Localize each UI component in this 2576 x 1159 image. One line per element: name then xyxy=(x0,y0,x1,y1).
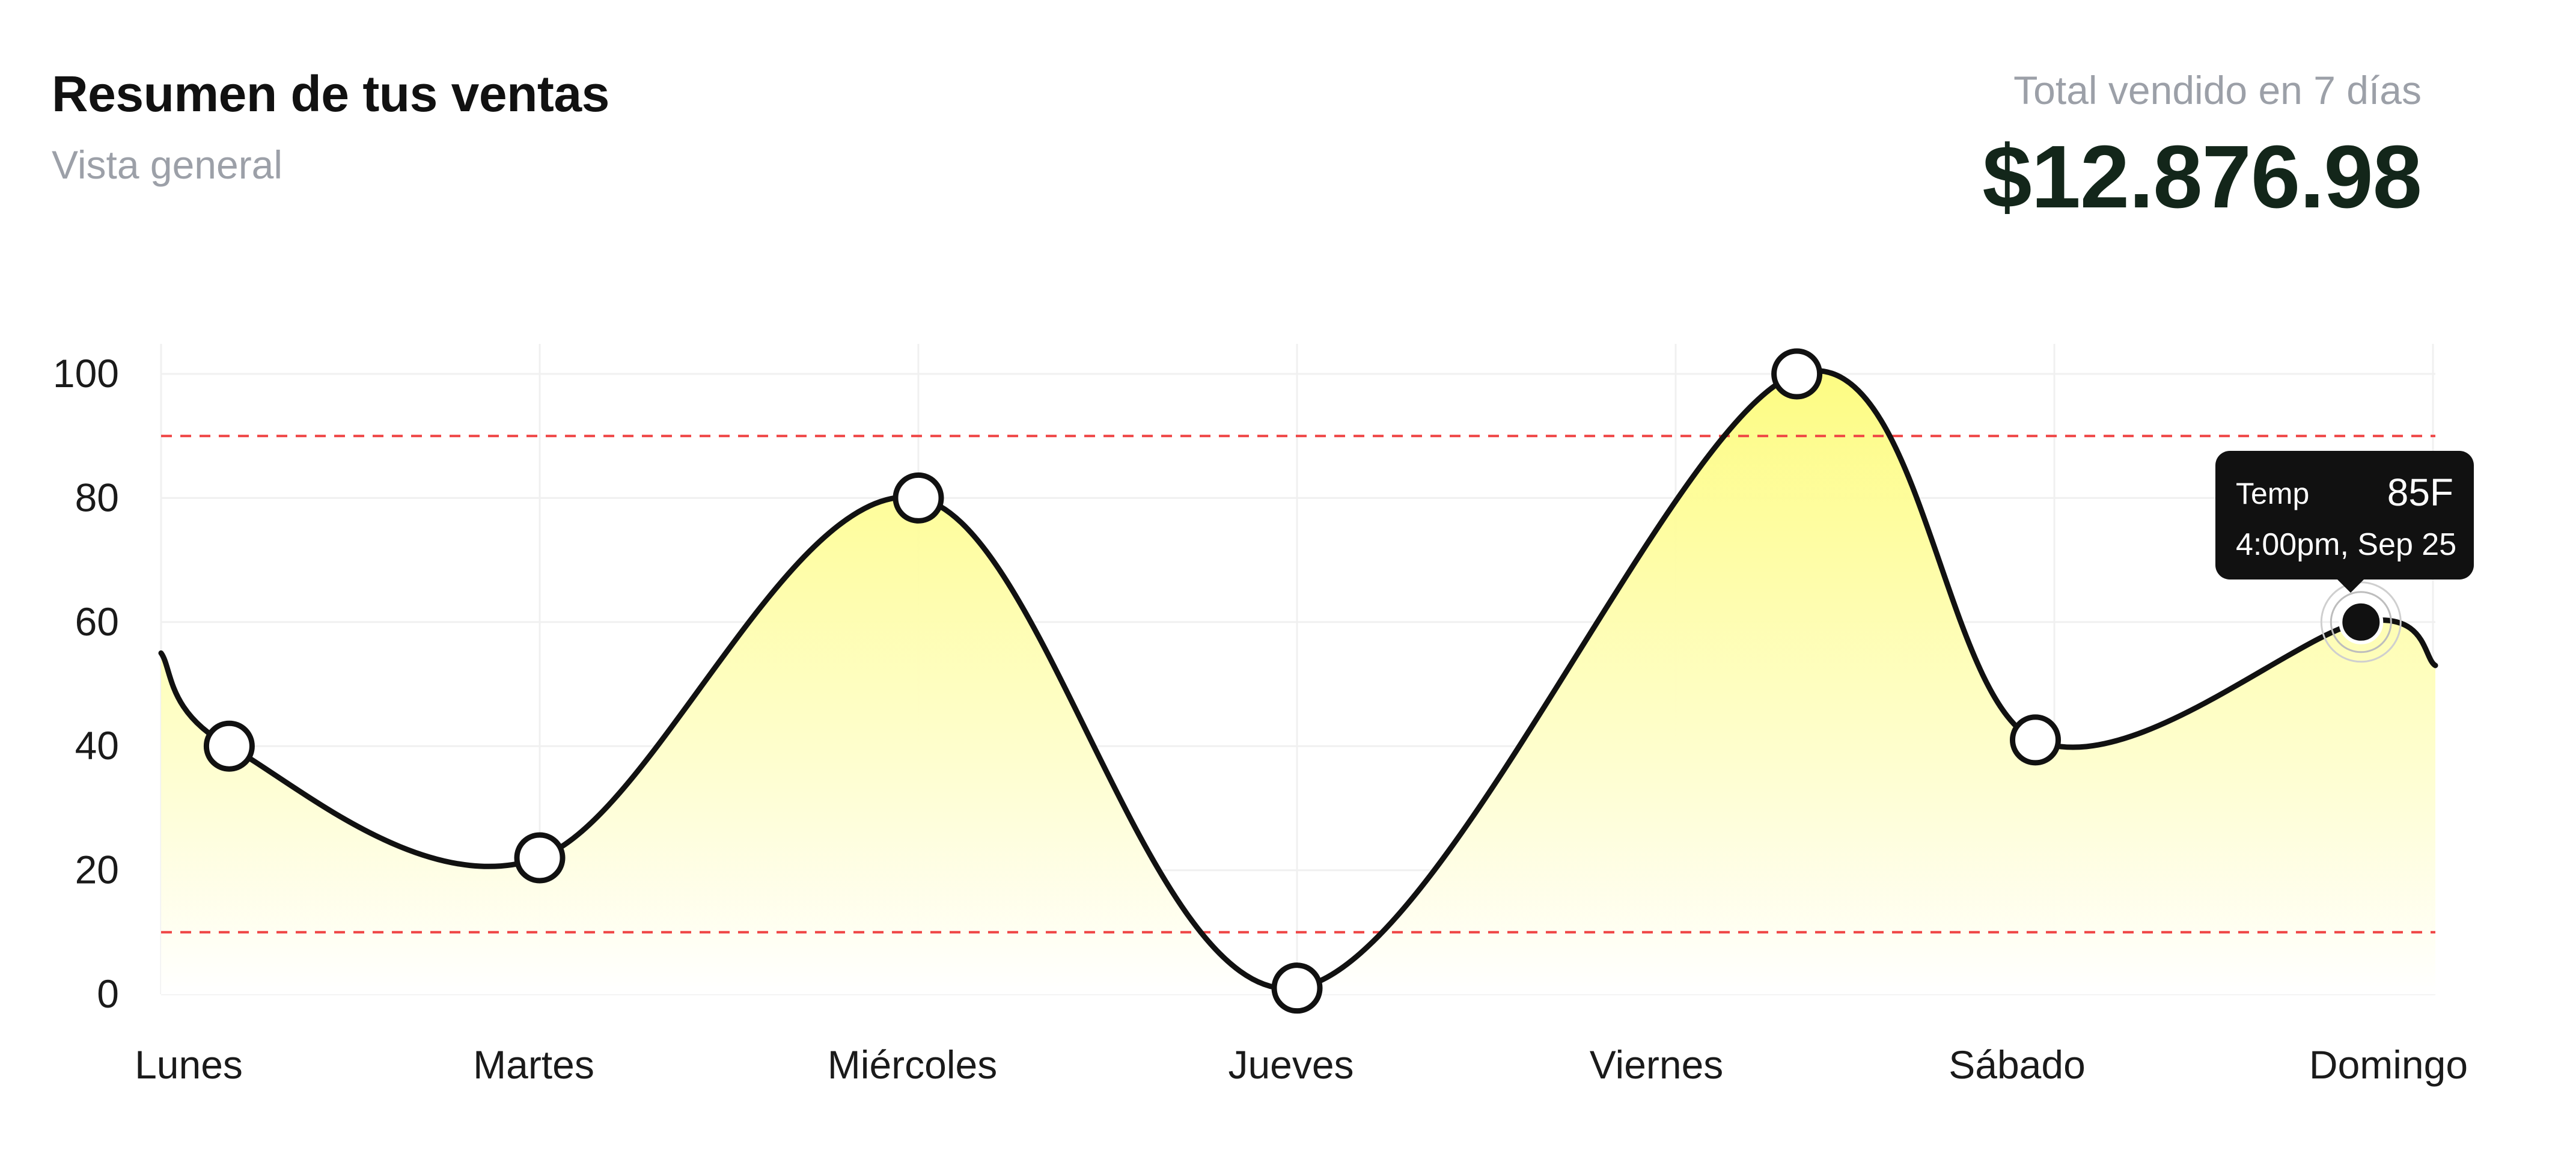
tooltip-label: Temp xyxy=(2236,477,2310,510)
data-point[interactable] xyxy=(1771,348,1823,400)
y-tick-label: 0 xyxy=(97,971,119,1016)
tooltip-value: 85F xyxy=(2387,471,2453,514)
x-tick-label: Viernes xyxy=(1590,1042,1724,1087)
x-tick-label: Sábado xyxy=(1949,1042,2086,1087)
total-sold-label: Total vendido en 7 días xyxy=(2013,68,2422,112)
y-tick-label: 40 xyxy=(75,723,119,768)
page-subtitle: Vista general xyxy=(52,142,283,187)
data-point[interactable] xyxy=(893,472,944,524)
y-tick-label: 80 xyxy=(75,475,119,519)
data-point[interactable] xyxy=(1271,962,1323,1014)
data-point[interactable] xyxy=(203,720,255,772)
total-sold-value: $12.876.98 xyxy=(1982,127,2422,227)
y-tick-label: 60 xyxy=(75,599,119,644)
tooltip-time: 4:00pm, Sep 25 xyxy=(2236,527,2457,562)
y-tick-label: 20 xyxy=(75,848,119,892)
x-tick-label: Lunes xyxy=(135,1042,243,1087)
x-tick-label: Martes xyxy=(473,1042,594,1087)
data-point[interactable] xyxy=(2010,714,2061,766)
data-tooltip: Temp 85F 4:00pm, Sep 25 xyxy=(2215,451,2474,593)
y-tick-label: 100 xyxy=(53,351,119,396)
x-tick-label: Domingo xyxy=(2309,1042,2468,1087)
series-area-fill xyxy=(161,370,2435,995)
data-point-highlighted[interactable] xyxy=(2339,599,2384,644)
page-title: Resumen de tus ventas xyxy=(52,66,609,122)
x-tick-label: Miércoles xyxy=(828,1042,997,1087)
data-point[interactable] xyxy=(514,832,566,884)
x-tick-label: Jueves xyxy=(1228,1042,1354,1087)
